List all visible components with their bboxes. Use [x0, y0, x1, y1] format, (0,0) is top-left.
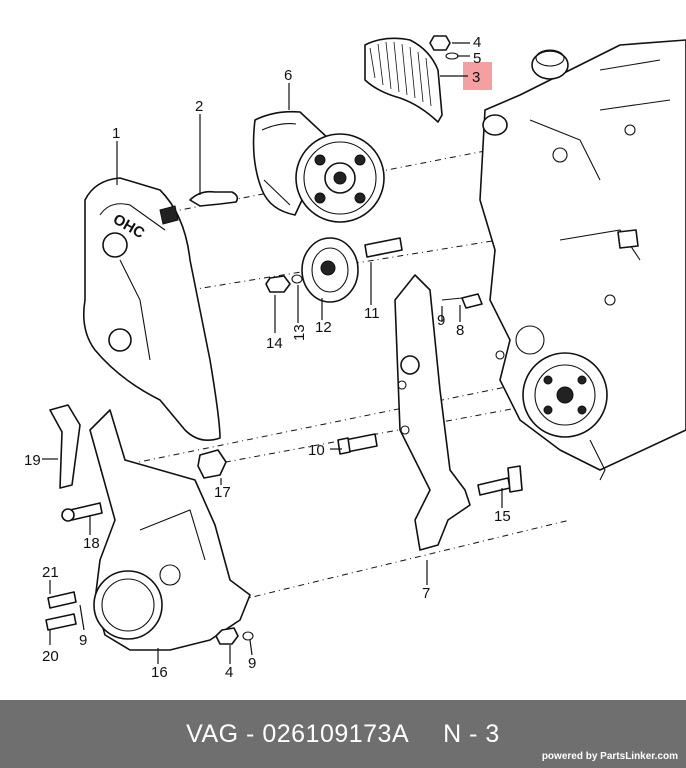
callout-16: 16	[151, 664, 168, 681]
bolt-8	[441, 293, 483, 309]
callout-14: 14	[266, 335, 283, 352]
nut-and-washer-bottom	[215, 627, 254, 645]
footer-main-line: VAG - 026109173A N - 3	[0, 720, 686, 749]
callout-13: 13	[291, 324, 308, 341]
assembly-centerlines	[99, 149, 571, 601]
callout-9-left: 9	[79, 632, 87, 649]
seal-strip	[49, 404, 81, 489]
callout-11: 11	[364, 305, 380, 322]
callout-17: 17	[214, 484, 231, 501]
callout-1: 1	[112, 125, 120, 142]
callout-5: 5	[473, 50, 481, 67]
parts-diagram: OHC	[24, 34, 686, 681]
callout-labels: 1 2 3 4 5 6 7 8 9 9 9 10 11 12 13 14 15 …	[24, 34, 511, 681]
bolt-15	[477, 465, 523, 496]
engine-block	[479, 39, 686, 481]
callout-20: 20	[42, 648, 59, 665]
callout-10: 10	[308, 442, 325, 459]
callout-7: 7	[422, 585, 430, 602]
footer-bar: VAG - 026109173A N - 3 powered by PartsLi…	[0, 700, 686, 768]
washer-and-nut-pulley	[265, 274, 303, 293]
callout-3: 3	[472, 69, 480, 86]
callout-9-right: 9	[437, 312, 445, 329]
part-reference: VAG - 026109173A	[186, 720, 410, 748]
callout-21: 21	[42, 564, 59, 581]
timing-belt	[252, 110, 331, 216]
callout-9-bottom: 9	[248, 655, 256, 672]
camshaft-sprocket	[295, 133, 385, 223]
bolt-20	[45, 613, 77, 631]
tensioner-pulley	[301, 237, 359, 303]
rear-bracket	[394, 274, 471, 551]
callout-18: 18	[83, 535, 100, 552]
bolt-10	[337, 433, 378, 455]
callout-12: 12	[315, 319, 332, 336]
clip	[189, 190, 239, 207]
powered-by-credit[interactable]: powered by PartsLinker.com	[541, 751, 678, 762]
callout-15: 15	[494, 508, 511, 525]
upper-timing-cover: OHC	[82, 177, 221, 441]
position-label: N - 3	[443, 720, 500, 748]
nut-and-washer-top	[429, 35, 459, 60]
callout-6: 6	[284, 67, 292, 84]
bolt-18	[61, 502, 103, 522]
lower-timing-cover	[89, 409, 251, 651]
callout-19: 19	[24, 452, 41, 469]
grommet	[197, 449, 227, 479]
stud	[364, 237, 403, 258]
callout-4-top: 4	[473, 34, 481, 51]
rear-timing-cover-part	[364, 37, 443, 123]
leader-lines	[42, 42, 503, 664]
callout-4-bottom: 4	[225, 664, 233, 681]
callout-2: 2	[195, 98, 203, 115]
bolt-21	[47, 591, 77, 609]
callout-8: 8	[456, 322, 464, 339]
